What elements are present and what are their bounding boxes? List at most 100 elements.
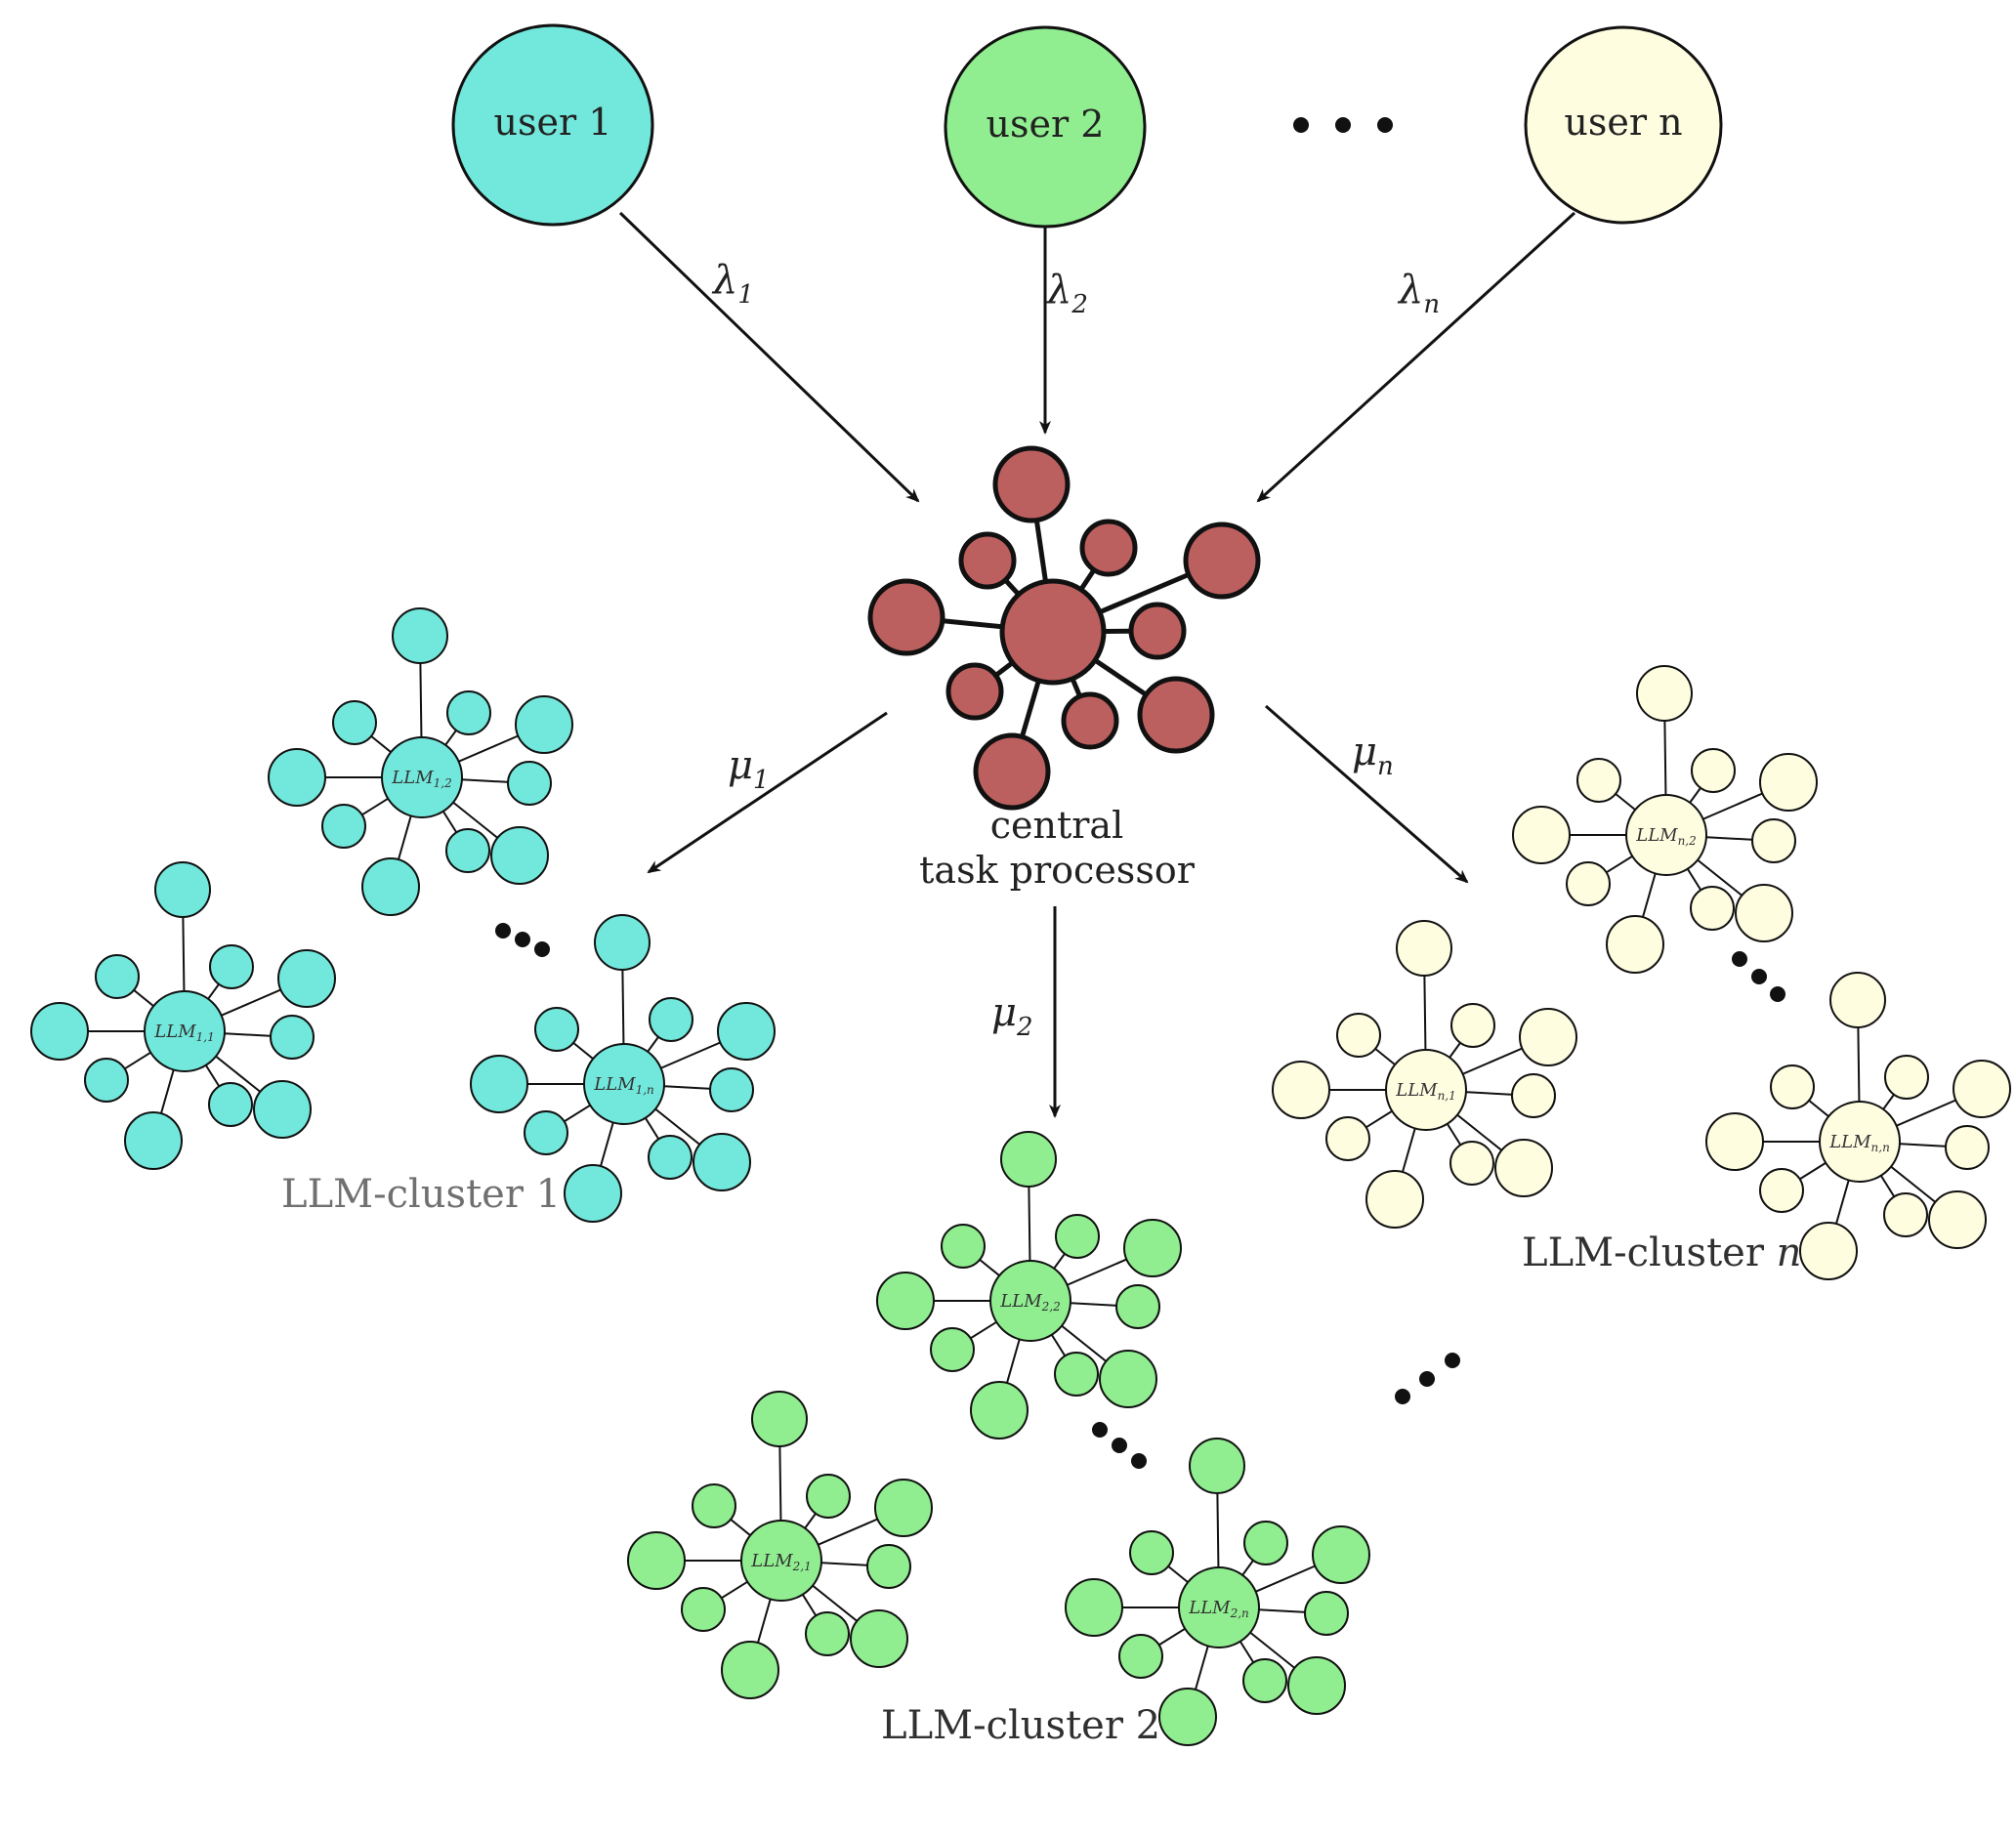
- llm-node-label: LLM2,2: [999, 1291, 1060, 1314]
- llm-satellite-node: [627, 1531, 686, 1590]
- llm-satellite-node: [1054, 1352, 1099, 1397]
- llm-satellite-node: [1512, 806, 1571, 864]
- llm-node-label: LLMn,n: [1828, 1132, 1890, 1154]
- llm-satellite-node: [209, 944, 254, 989]
- llm-satellite-node: [1099, 1350, 1157, 1408]
- llm-satellite-node: [751, 1391, 808, 1447]
- llm-satellite-node: [1799, 1222, 1858, 1280]
- arrival-rate-n: λn: [1397, 268, 1440, 319]
- llm-satellite-node: [30, 1002, 89, 1061]
- llm-node-label: LLMn,2: [1635, 825, 1697, 848]
- llm-satellite-node: [332, 700, 377, 745]
- ellipsis-dot: [1131, 1453, 1147, 1469]
- llm-satellite-node: [970, 1381, 1029, 1440]
- llm-satellite-node: [446, 690, 491, 735]
- user-ellipsis: [1293, 117, 1393, 133]
- llm-satellite-node: [515, 695, 573, 754]
- processor-label-line1: central: [990, 804, 1124, 847]
- arrival-rate-2: λ2: [1045, 268, 1088, 319]
- llm-satellite-node: [693, 1133, 751, 1191]
- llm-satellite-node: [1606, 915, 1664, 974]
- llm-star: LLM2,n: [1065, 1438, 1370, 1746]
- processor-satellite-node: [1079, 519, 1138, 577]
- llm-node-label: LLM2,1: [750, 1551, 811, 1573]
- llm-satellite-node: [124, 1111, 183, 1170]
- llm-satellite-node: [1325, 1116, 1370, 1161]
- llm-star: LLM2,1: [627, 1391, 933, 1699]
- ellipsis-dot: [515, 932, 530, 947]
- llm-satellite-node: [941, 1224, 986, 1269]
- cluster-label-n: LLM-cluster n: [1522, 1231, 1801, 1275]
- llm-satellite-node: [1365, 1170, 1424, 1229]
- llm-node-label: LLMn,1: [1395, 1080, 1456, 1103]
- arrival-rate-1: λ1: [711, 258, 754, 310]
- llm-satellite-node: [1158, 1688, 1217, 1746]
- llm-hub-node: [1385, 1049, 1467, 1131]
- llm-satellite-node: [692, 1483, 736, 1528]
- dispatch-arrow-1: [647, 711, 888, 874]
- llm-satellite-node: [361, 857, 420, 916]
- ellipsis-dot: [495, 923, 511, 939]
- llm-satellite-node: [84, 1058, 129, 1103]
- llm-hub-node: [1819, 1101, 1901, 1183]
- llm-satellite-node: [507, 761, 552, 806]
- user-node-1: user 1: [451, 23, 654, 227]
- cluster-label-1: LLM-cluster 1: [281, 1172, 561, 1217]
- llm-satellite-node: [1336, 1013, 1381, 1058]
- processor-satellite-node: [973, 732, 1051, 811]
- llm-satellite-node: [1566, 861, 1611, 906]
- llm-satellite-node: [1287, 1656, 1346, 1715]
- llm-satellite-node: [709, 1067, 754, 1112]
- processor-satellite-node: [1137, 676, 1215, 754]
- llm-satellite-node: [392, 607, 448, 664]
- ellipsis-dot: [1732, 951, 1747, 967]
- llm-satellite-node: [717, 1002, 776, 1061]
- llm-satellite-node: [277, 949, 336, 1008]
- cluster-label-2: LLM-cluster 2: [881, 1703, 1160, 1748]
- llm-satellite-node: [874, 1479, 933, 1537]
- user-label: user 1: [494, 101, 612, 144]
- llm-satellite-node: [1690, 886, 1735, 931]
- ellipsis-dot: [1751, 969, 1767, 984]
- llm-satellite-node: [648, 1135, 693, 1180]
- llm-satellite-node: [1884, 1055, 1929, 1100]
- llm-satellite-node: [1751, 818, 1796, 863]
- llm-satellite-node: [1189, 1438, 1245, 1494]
- llm-satellite-node: [1449, 1141, 1494, 1186]
- arrival-arrow-1: [618, 211, 920, 503]
- central-task-processor: [867, 445, 1261, 811]
- processor-satellite-node: [958, 531, 1017, 590]
- llm-satellite-node: [490, 826, 549, 885]
- llm-node-label: LLM2,n: [1188, 1598, 1249, 1620]
- llm-hub-node: [583, 1043, 665, 1125]
- llm-satellite-node: [534, 1007, 579, 1052]
- llm-satellite-node: [1636, 665, 1693, 722]
- llm-satellite-node: [649, 997, 693, 1042]
- llm-node-label: LLM1,2: [391, 768, 451, 790]
- llm-star: LLMn,n: [1705, 972, 2011, 1280]
- llm-satellite-node: [1312, 1525, 1370, 1584]
- llm-satellite-node: [1770, 1064, 1815, 1109]
- llm-hub-node: [1625, 794, 1707, 876]
- cluster-ellipsis: [1395, 1353, 1460, 1404]
- llm-satellite-node: [1928, 1190, 1987, 1249]
- llm-satellite-node: [95, 954, 140, 999]
- llm-star: LLM1,1: [30, 861, 336, 1170]
- service-rate-n: μn: [1352, 730, 1394, 781]
- llm-satellite-node: [930, 1327, 975, 1372]
- processor-label-line2: task processor: [919, 849, 1196, 892]
- llm-satellite-node: [1494, 1139, 1553, 1197]
- llm-clusters: LLM1,2LLM1,1LLM1,nLLM2,2LLM2,1LLM2,nLLMn…: [30, 607, 2011, 1746]
- processor-satellite-node: [945, 662, 1004, 721]
- processor-satellite-node: [867, 578, 945, 656]
- llm-star: LLMn,2: [1512, 665, 1818, 974]
- llm-satellite-node: [1953, 1060, 2011, 1118]
- llm-satellite-node: [1691, 748, 1736, 793]
- llm-satellite-node: [681, 1587, 726, 1632]
- user-label: user 2: [987, 103, 1105, 146]
- llm-hub-node: [740, 1520, 822, 1602]
- llm-satellite-node: [270, 1015, 315, 1060]
